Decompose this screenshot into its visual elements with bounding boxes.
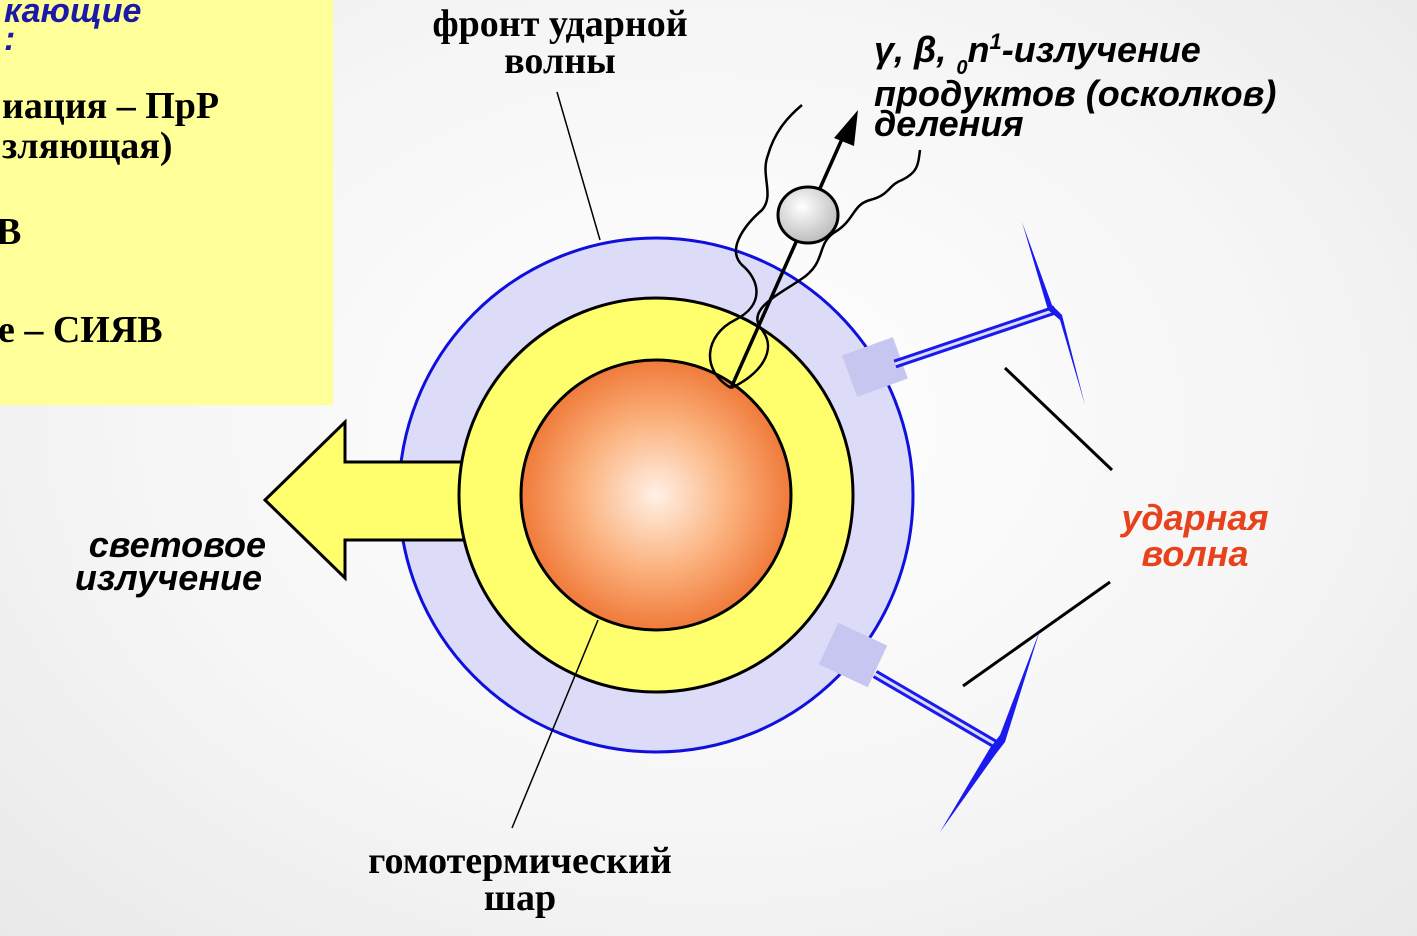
shock-arrow-lower-stem-inner (874, 672, 996, 746)
shock-front-label: фронт ударной волны (432, 3, 688, 82)
radiation-wave-left (708, 104, 803, 390)
shock-arrow-upper-stem-inner (894, 308, 1056, 366)
radiation-wave-right (730, 149, 922, 390)
radiation-label-line2: продуктов (осколков) (874, 73, 1277, 115)
radiation-label-line1: γ, β, 0n1-излучение (874, 29, 1201, 80)
legend-item-radiation-line2: зляющая) (2, 125, 173, 167)
legend-heading-line1: кающие (4, 0, 142, 30)
legend-box: кающие : иация – ПрР зляющая) В е – СИЯВ (0, 0, 333, 405)
homothermal-sphere-label: гомотермический шар (368, 840, 672, 919)
legend-item-two: В (0, 211, 22, 253)
fragment-particle (776, 185, 840, 245)
legend-item-three: е – СИЯВ (0, 309, 163, 351)
homothermal-sphere (519, 358, 793, 632)
legend-heading-line2: : (4, 20, 16, 58)
shock-wave-leader-upper (1003, 366, 1114, 472)
shock-wave-leader-lower (962, 580, 1111, 688)
legend-item-radiation-line1: иация – ПрР (2, 85, 220, 127)
fragment-arrowhead (834, 110, 858, 146)
shock-arrow-lower-head (940, 630, 1040, 832)
shock-front-leader (556, 91, 601, 241)
shock-connector-upper (842, 337, 908, 397)
light-emission-label: световое излучение (74, 524, 266, 598)
fragment-trajectory (729, 129, 848, 389)
shock-connector-lower (818, 622, 888, 688)
radiation-label: γ, β, 0n1-излучение продуктов (осколков)… (874, 27, 1277, 145)
light-emission-arrow (262, 418, 472, 582)
radiation-label-line3: деления (874, 103, 1024, 145)
shock-arrow-upper-head (1022, 222, 1085, 405)
sphere-leader (511, 619, 599, 829)
shock-wave-label: ударная волна (1121, 497, 1269, 574)
